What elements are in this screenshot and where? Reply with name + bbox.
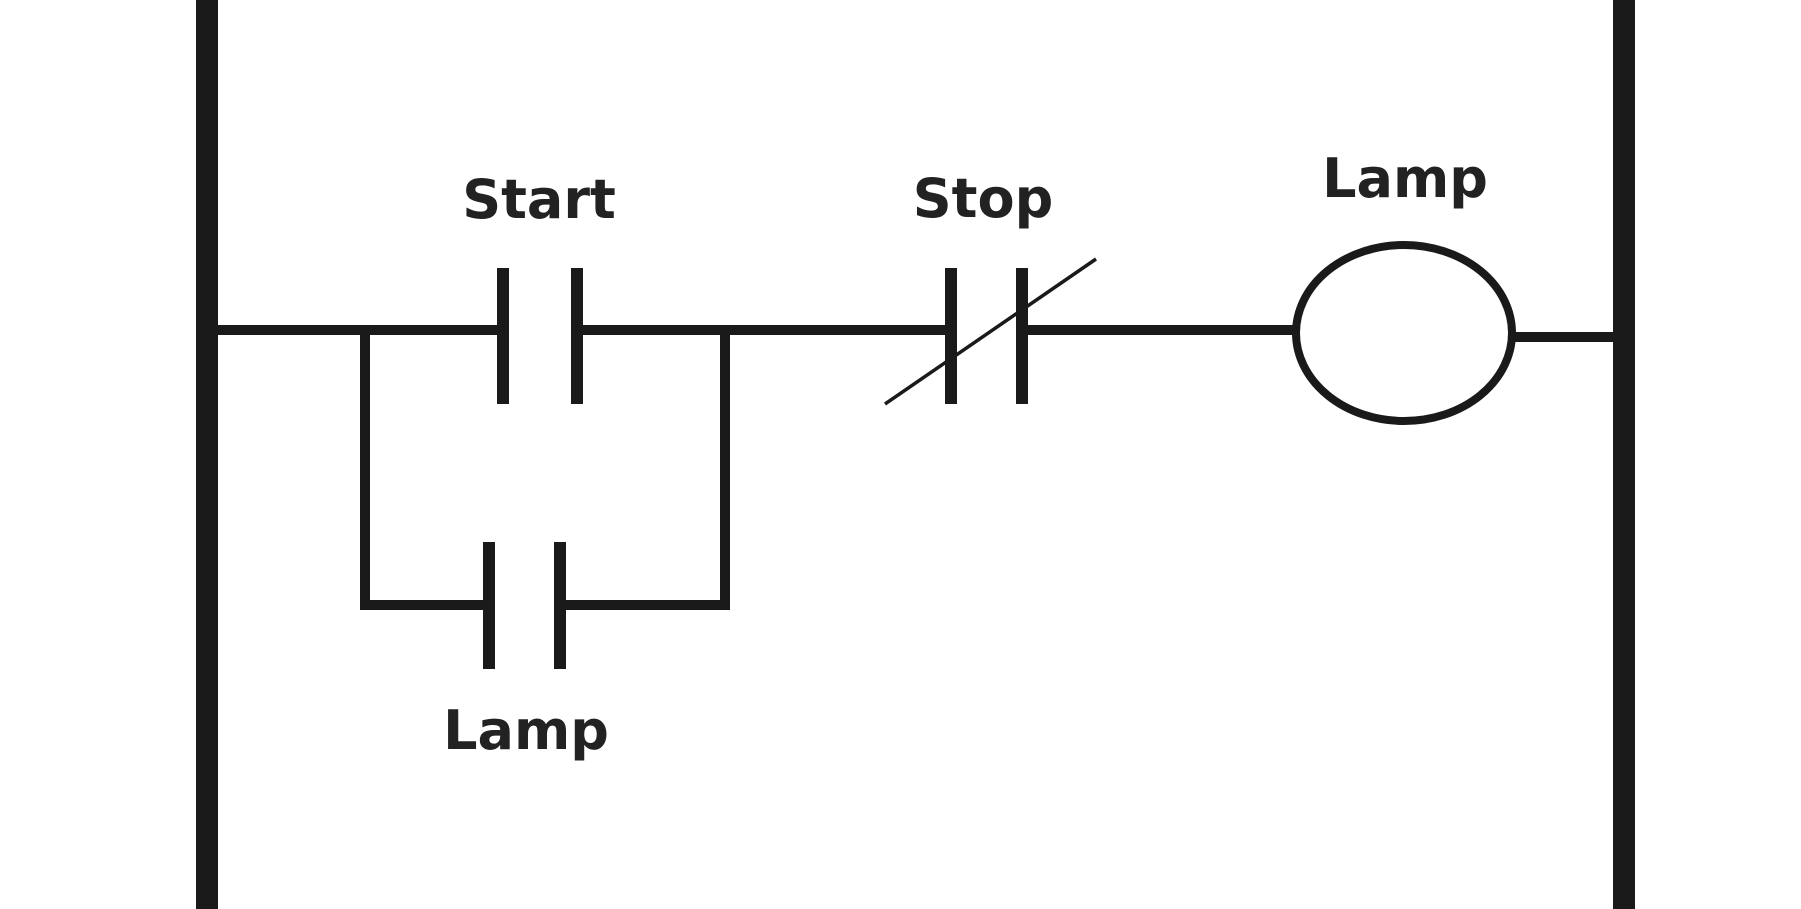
start-contact-label: Start: [462, 168, 616, 231]
stop-contact-slash: [884, 257, 1097, 406]
start-contact: [497, 268, 583, 404]
seal-in-contact-label: Lamp: [443, 699, 609, 762]
branch-wire-right: [554, 325, 730, 610]
branch-wire-left: [360, 325, 491, 610]
stop-contact-label: Stop: [913, 167, 1053, 230]
lamp-coil: [1292, 241, 1516, 425]
output-coil-label: Lamp: [1322, 147, 1488, 210]
seal-in-contact: [483, 542, 566, 669]
stop-contact: [884, 257, 1097, 406]
